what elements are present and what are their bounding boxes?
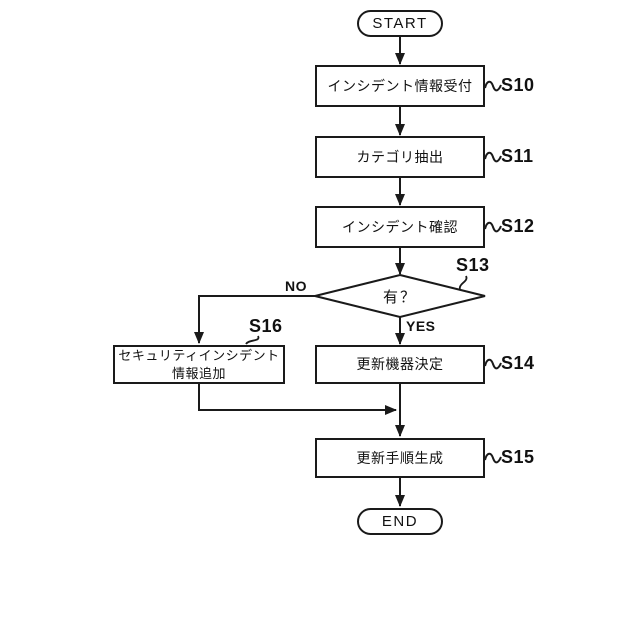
process-s15-update-procedure-generation: 更新手順生成 [315,438,485,478]
edge-s13-no-to-s16 [194,295,315,344]
process-s16-security-incident-info-add: セキュリティインシデント 情報追加 [113,345,285,384]
decision-diamond-shape [314,273,486,319]
start-label: START [372,15,428,32]
tilde-leader-s14 [484,358,502,370]
process-s12-incident-confirmation: インシデント確認 [315,206,485,248]
curve-leader-s16 [245,335,260,345]
curve-leader-s13 [458,275,468,291]
decision-s13-label: 有？ [382,288,417,306]
tilde-leader-s12 [484,221,502,233]
step-label-s14: S14 [501,353,535,373]
tilde-leader-s10 [484,80,502,92]
edge-s16-to-merge [198,384,397,415]
process-s10-incident-info-reception: インシデント情報受付 [315,65,485,107]
tilde-leader-s11 [484,151,502,163]
end-label: END [381,513,419,530]
process-s16-label-line2: 情報追加 [171,365,226,381]
step-label-s10: S10 [501,75,535,95]
step-label-s12: S12 [501,216,535,236]
decision-s13-exists: 有？ [315,275,485,317]
process-s14-update-device-decision: 更新機器決定 [315,345,485,384]
process-s10-label: インシデント情報受付 [327,77,473,94]
step-label-s13: S13 [456,255,490,275]
step-label-s16: S16 [249,316,283,336]
process-s12-label: インシデント確認 [342,218,458,235]
start-terminal: START [357,10,443,37]
process-s11-label: カテゴリ抽出 [356,148,444,165]
tilde-leader-s15 [484,452,502,464]
process-s11-category-extraction: カテゴリ抽出 [315,136,485,178]
end-terminal: END [357,508,443,535]
branch-label-no: NO [285,278,307,294]
process-s16-label-line1: セキュリティインシデント [118,347,280,363]
process-s14-label: 更新機器決定 [356,356,444,373]
process-s15-label: 更新手順生成 [356,449,444,466]
step-label-s15: S15 [501,447,535,467]
branch-label-yes: YES [406,318,436,334]
step-label-s11: S11 [501,146,534,166]
